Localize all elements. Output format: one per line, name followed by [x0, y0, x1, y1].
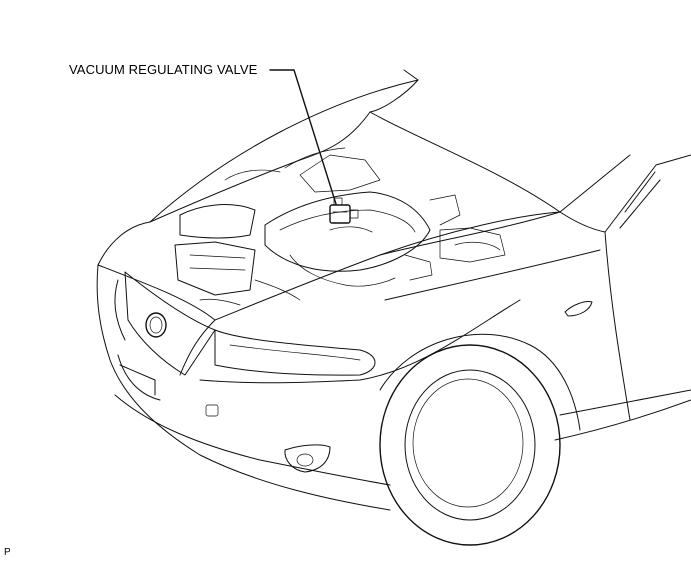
front-bumper: [114, 354, 391, 486]
headlight: [214, 329, 376, 376]
grille: [114, 271, 216, 376]
front-wheel: [379, 333, 581, 546]
car-body-outline: [96, 211, 691, 511]
windshield-outline: [559, 154, 691, 233]
hood-outline: [149, 69, 561, 223]
vacuum-regulating-valve-icon: [329, 197, 359, 224]
vacuum-regulating-valve-label: VACUUM REGULATING VALVE: [69, 62, 258, 77]
callout-leader-line: [269, 69, 337, 205]
side-marker: [564, 301, 593, 317]
illustration-code: P: [4, 547, 11, 558]
engine-bay: [174, 147, 506, 306]
